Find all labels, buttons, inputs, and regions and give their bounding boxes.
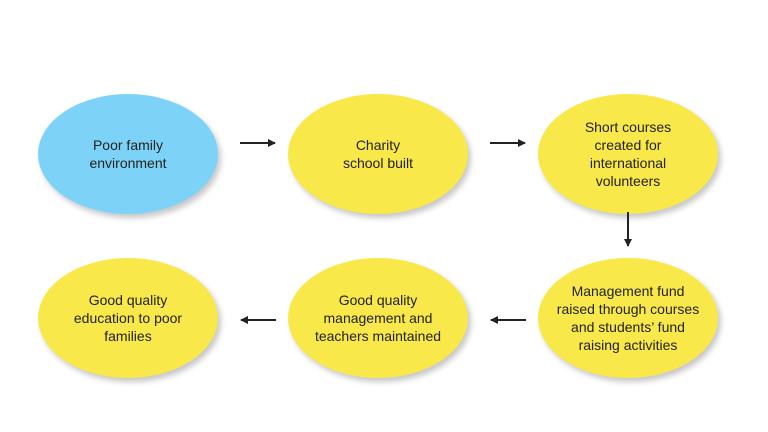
node-label: Short courses created for international … <box>584 119 672 189</box>
node-charity-school-built: Charity school built <box>288 94 468 214</box>
node-label: Charity school built <box>342 137 414 171</box>
node-label: Good quality management and teachers mai… <box>314 292 442 344</box>
node-quality-education: Good quality education to poor families <box>38 258 218 378</box>
node-label: Poor family environment <box>89 137 167 171</box>
node-poor-family-environment: Poor family environment <box>38 94 218 214</box>
node-short-courses: Short courses created for international … <box>538 94 718 214</box>
node-quality-management: Good quality management and teachers mai… <box>288 258 468 378</box>
node-label: Management fund raised through courses a… <box>556 283 700 353</box>
node-label: Good quality education to poor families <box>73 292 183 344</box>
node-management-fund: Management fund raised through courses a… <box>538 258 718 378</box>
